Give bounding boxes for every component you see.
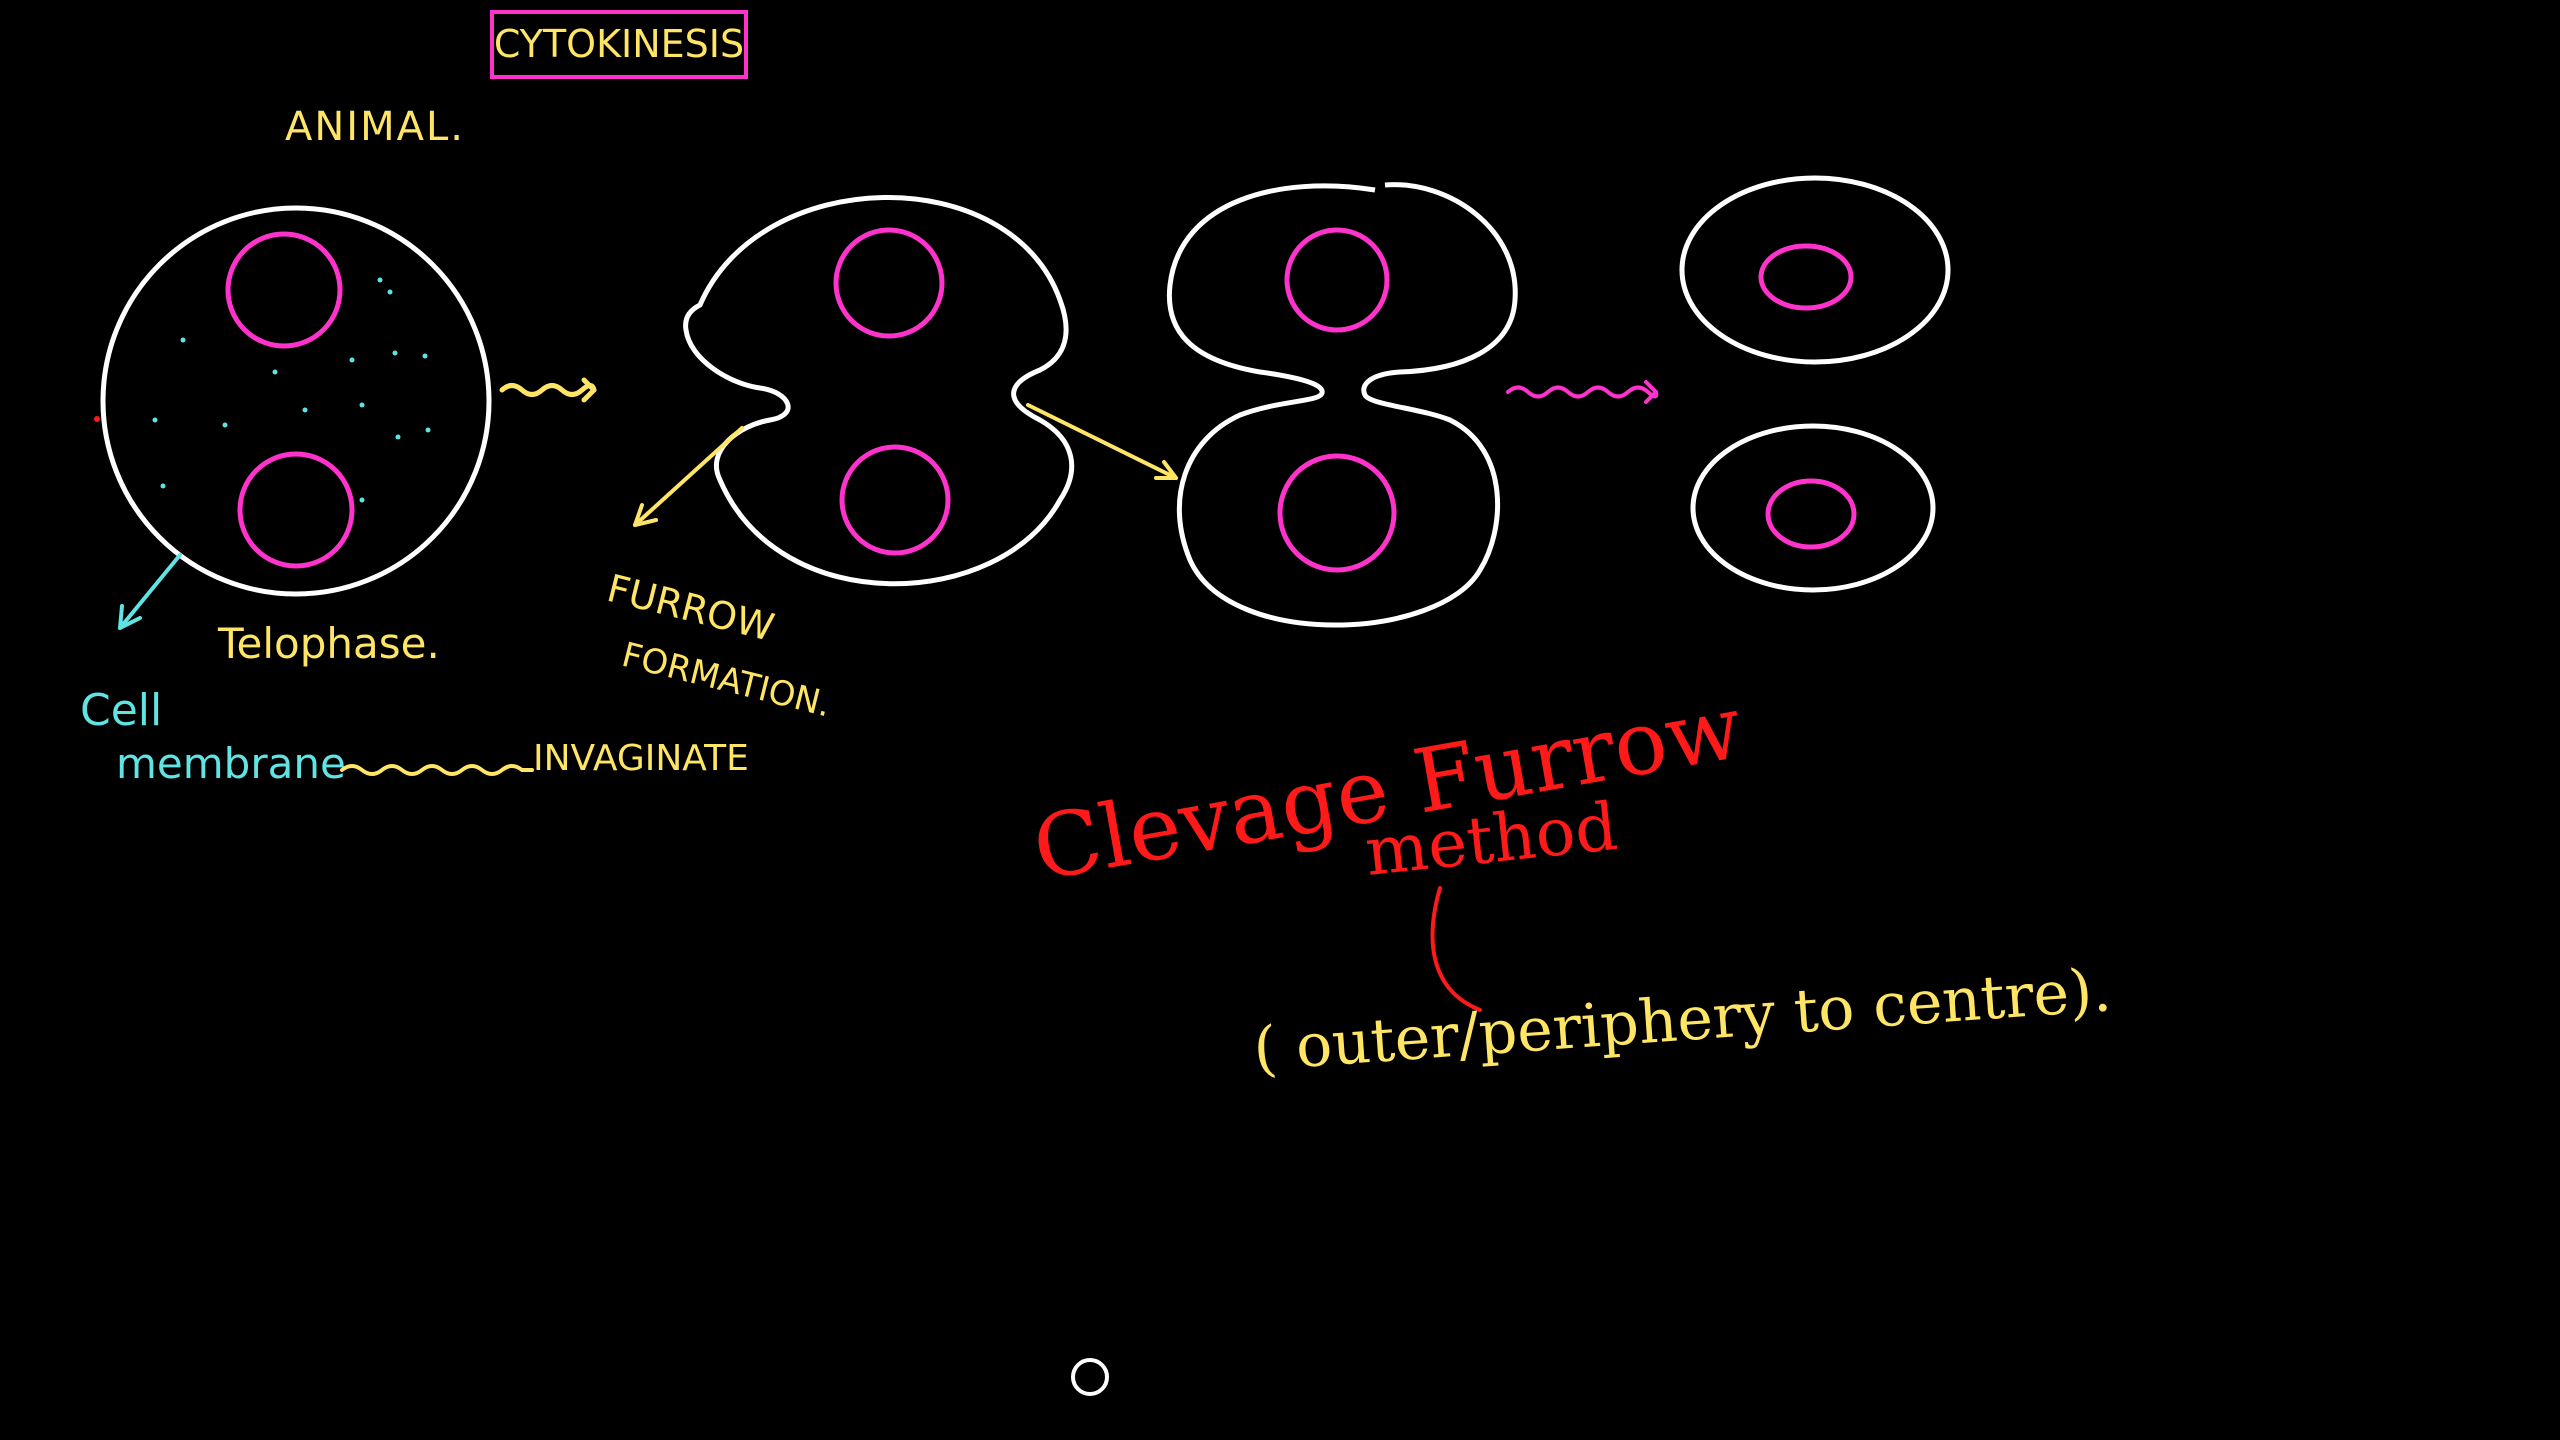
invaginate-wavy-arrow — [340, 764, 534, 776]
furrow-label-line2: FORMATION. — [618, 635, 835, 726]
pinching-cell — [1166, 182, 1518, 628]
furrow-membrane — [683, 195, 1075, 587]
furrow-nucleus-bottom — [839, 444, 951, 556]
daughter-top-nucleus — [1758, 243, 1854, 311]
daughter-cells — [1679, 175, 1951, 593]
method-pointer — [1430, 886, 1482, 1012]
telophase-label: Telophase. — [217, 619, 440, 668]
pinching-nucleus-bottom — [1277, 453, 1397, 573]
spindle-dots — [152, 277, 431, 503]
title-text: CYTOKINESIS — [494, 22, 744, 66]
pinching-nucleus-top — [1284, 227, 1390, 333]
furrow-nucleus-top — [833, 227, 945, 339]
telophase-nucleus-top — [225, 231, 343, 349]
furrow-cell — [683, 195, 1075, 587]
daughter-bottom-nucleus — [1765, 478, 1857, 550]
stage-arrow-1 — [499, 377, 597, 403]
circle-outline-icon[interactable] — [1071, 1358, 1109, 1396]
stage-arrow-2 — [1026, 403, 1178, 480]
daughter-top-membrane — [1679, 175, 1951, 365]
title-box — [490, 10, 748, 79]
telophase-cell — [94, 205, 492, 597]
furrow-pointer-arrow — [633, 426, 744, 527]
telophase-membrane — [100, 205, 492, 597]
pinching-membrane — [1166, 182, 1518, 628]
cell-label: Cell — [80, 685, 162, 736]
invaginate-label: INVAGINATE — [533, 738, 749, 779]
periphery-note: ( outer/periphery to centre). — [1251, 955, 2113, 1085]
telophase-nucleus-bottom — [237, 451, 355, 569]
stage-arrow-3 — [1506, 380, 1659, 404]
animal-label: ANIMAL. — [285, 104, 465, 150]
daughter-bottom-membrane — [1690, 423, 1936, 593]
membrane-label: membrane — [116, 739, 346, 788]
membrane-pointer-arrow — [118, 553, 182, 630]
